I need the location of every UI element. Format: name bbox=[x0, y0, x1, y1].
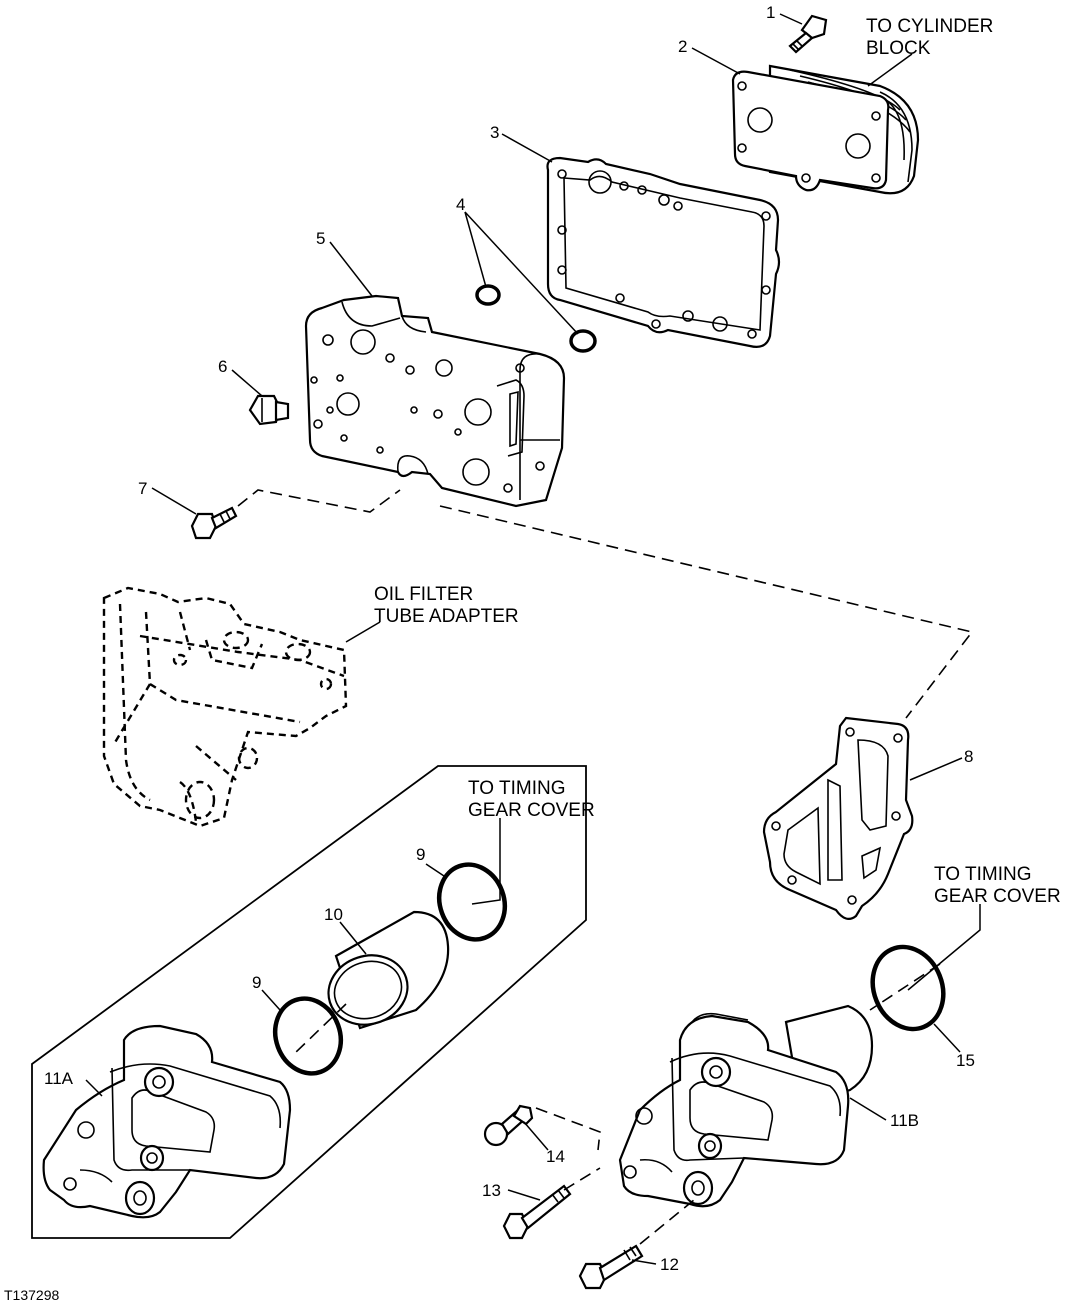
note-timing-cover-left-line1: TO TIMING bbox=[468, 778, 565, 799]
part-12-cap-screw bbox=[578, 1244, 644, 1290]
callout-2: 2 bbox=[678, 37, 687, 56]
part-14-cap-screw bbox=[483, 1104, 534, 1147]
callout-9-lower: 9 bbox=[252, 973, 261, 992]
part-1-cap-screw bbox=[788, 14, 828, 54]
callout-7: 7 bbox=[138, 479, 147, 498]
part-5-filter-housing bbox=[304, 294, 566, 508]
callout-1: 1 bbox=[766, 3, 775, 22]
filter-assembly-box bbox=[31, 765, 587, 1239]
note-cylinder-block-line1: TO CYLINDER bbox=[866, 16, 993, 37]
callout-labels: 1 2 3 4 5 6 7 8 9 9 10 11A 11B 12 13 14 … bbox=[44, 3, 975, 1274]
callout-3: 3 bbox=[490, 123, 499, 142]
callout-11b: 11B bbox=[890, 1111, 919, 1130]
callout-6: 6 bbox=[218, 357, 227, 376]
assembly-lines bbox=[237, 489, 974, 1245]
callout-11a: 11A bbox=[44, 1069, 74, 1088]
part-3-gasket bbox=[546, 156, 781, 348]
callout-8: 8 bbox=[964, 747, 973, 766]
note-oil-filter-adapter-line2: TUBE ADAPTER bbox=[374, 606, 519, 627]
part-9-o-rings bbox=[272, 862, 508, 1076]
callout-15: 15 bbox=[956, 1051, 975, 1070]
part-7-cap-screw bbox=[190, 506, 238, 540]
part-4-o-rings bbox=[475, 284, 597, 353]
part-10-filter-element bbox=[327, 910, 450, 1030]
oil-filter-tube-adapter bbox=[102, 586, 348, 828]
note-timing-cover-left-line2: GEAR COVER bbox=[468, 800, 595, 821]
callout-5: 5 bbox=[316, 229, 325, 248]
part-6-plug bbox=[248, 394, 290, 426]
part-15-o-ring bbox=[870, 944, 946, 1032]
part-13-cap-screw bbox=[502, 1184, 572, 1240]
part-11a-filter-housing bbox=[42, 1024, 292, 1219]
callout-14: 14 bbox=[546, 1147, 565, 1166]
callout-9-upper: 9 bbox=[416, 845, 425, 864]
note-cylinder-block-line2: BLOCK bbox=[866, 38, 931, 59]
note-oil-filter-adapter-line1: OIL FILTER bbox=[374, 584, 473, 605]
note-timing-cover-right-line2: GEAR COVER bbox=[934, 886, 1061, 907]
notes: TO CYLINDER BLOCK OIL FILTER TUBE ADAPTE… bbox=[374, 16, 1061, 907]
callout-12: 12 bbox=[660, 1255, 679, 1274]
callout-4: 4 bbox=[456, 195, 465, 214]
part-8-gasket bbox=[762, 716, 914, 920]
part-2-oil-cooler bbox=[731, 64, 920, 195]
callout-13: 13 bbox=[482, 1181, 501, 1200]
note-timing-cover-right-line1: TO TIMING bbox=[934, 864, 1031, 885]
figure-id: T137298 bbox=[4, 1287, 59, 1303]
leader-lines bbox=[85, 13, 981, 1265]
callout-10: 10 bbox=[324, 905, 343, 924]
part-11b-filter-housing bbox=[618, 1004, 874, 1208]
